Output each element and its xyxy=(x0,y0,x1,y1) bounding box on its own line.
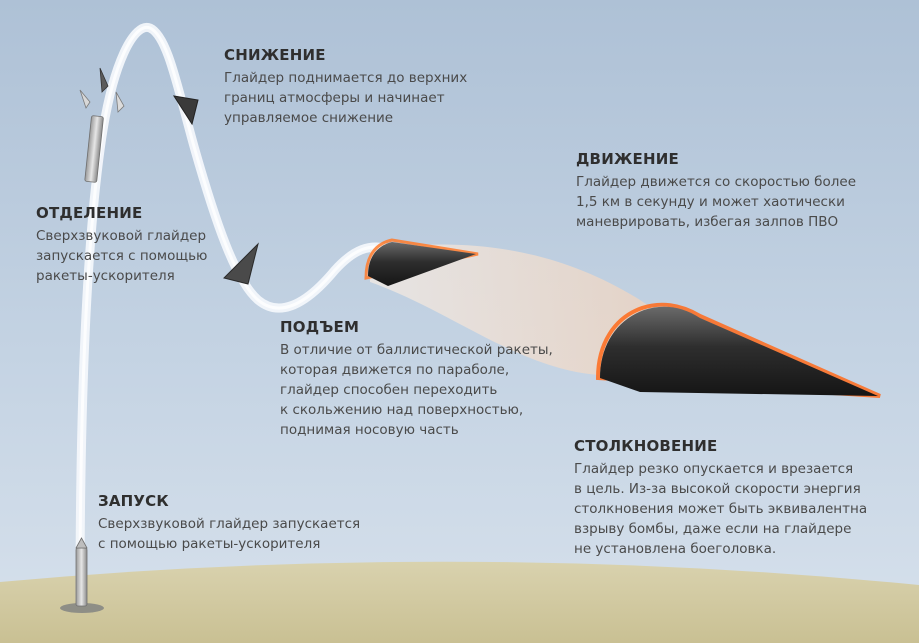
label-impact-title: СТОЛКНОВЕНИЕ xyxy=(574,437,718,455)
fairing-left xyxy=(79,89,91,109)
glider-separation xyxy=(223,242,259,285)
label-launch: ЗАПУСК Сверхзвуковой глайдер запускается… xyxy=(98,492,418,554)
label-separation: ОТДЕЛЕНИЕ Сверхзвуковой глайдер запускае… xyxy=(36,204,246,286)
launch-rocket xyxy=(75,547,88,607)
fairing-center xyxy=(99,67,109,93)
label-climb-title: ПОДЪЕМ xyxy=(280,318,360,336)
label-climb-text: В отличие от баллистической ракеты, кото… xyxy=(280,342,553,438)
glider-motion xyxy=(368,242,476,286)
booster-stage xyxy=(84,115,104,183)
launch-pad xyxy=(60,603,104,613)
glider-impact-glow xyxy=(595,302,881,398)
glider-apex xyxy=(172,95,199,126)
label-impact-text: Глайдер резко опускается и врезается в ц… xyxy=(574,461,868,557)
label-impact: СТОЛКНОВЕНИЕ Глайдер резко опускается и … xyxy=(574,437,904,559)
label-climb: ПОДЪЕМ В отличие от баллистической ракет… xyxy=(280,318,600,440)
label-motion-text: Глайдер движется со скоростью более 1,5 … xyxy=(576,174,856,230)
label-separation-text: Сверхзвуковой глайдер запускается с помо… xyxy=(36,228,208,284)
glider-motion-glow xyxy=(364,238,479,280)
glider-impact xyxy=(600,306,878,396)
fairing-right xyxy=(115,91,125,113)
ground xyxy=(0,561,919,643)
label-descent-title: СНИЖЕНИЕ xyxy=(224,46,326,64)
label-descent: СНИЖЕНИЕ Глайдер поднимается до верхних … xyxy=(224,46,524,128)
label-launch-title: ЗАПУСК xyxy=(98,492,169,510)
label-motion: ДВИЖЕНИЕ Глайдер движется со скоростью б… xyxy=(576,150,906,232)
label-motion-title: ДВИЖЕНИЕ xyxy=(576,150,679,168)
label-separation-title: ОТДЕЛЕНИЕ xyxy=(36,204,143,222)
label-descent-text: Глайдер поднимается до верхних границ ат… xyxy=(224,70,468,126)
label-launch-text: Сверхзвуковой глайдер запускается с помо… xyxy=(98,516,361,552)
